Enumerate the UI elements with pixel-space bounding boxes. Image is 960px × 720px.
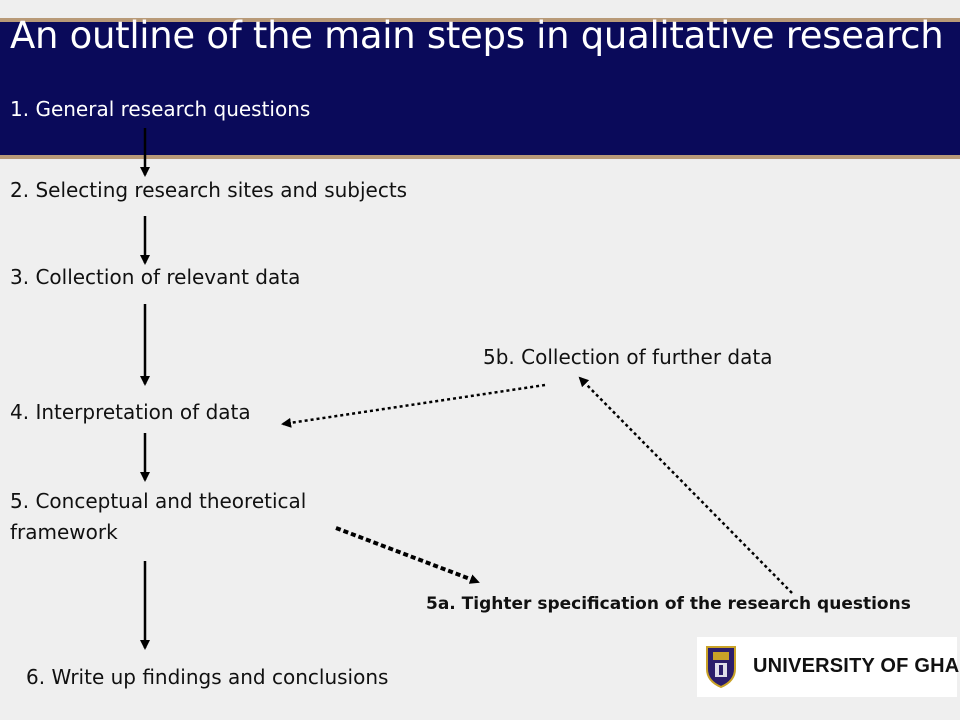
step-5-line-2: framework xyxy=(10,520,118,544)
step-5-line-1: 5. Conceptual and theoretical xyxy=(10,489,307,513)
logo-text: UNIVERSITY OF GHANA xyxy=(753,655,960,677)
step-2: 2. Selecting research sites and subjects xyxy=(10,178,408,202)
arrow-5-to-5a xyxy=(335,526,480,584)
banner-bottom-stripe xyxy=(0,155,960,159)
step-1: 1. General research questions xyxy=(10,97,311,121)
title-banner xyxy=(0,22,960,155)
step-5a: 5a. Tighter specification of the researc… xyxy=(426,594,911,614)
step-4: 4. Interpretation of data xyxy=(10,400,251,424)
step-3: 3. Collection of relevant data xyxy=(10,265,301,289)
step-6: 6. Write up findings and conclusions xyxy=(26,665,389,689)
arrow-5a-to-5b xyxy=(578,376,793,594)
arrow-5b-to-4 xyxy=(281,383,546,428)
slide-title: An outline of the main steps in qualitat… xyxy=(10,14,944,57)
banner-top-stripe xyxy=(0,18,960,22)
university-logo: UNIVERSITY OF GHANA xyxy=(697,637,960,697)
step-5b: 5b. Collection of further data xyxy=(483,345,773,369)
crest-icon xyxy=(706,646,736,689)
